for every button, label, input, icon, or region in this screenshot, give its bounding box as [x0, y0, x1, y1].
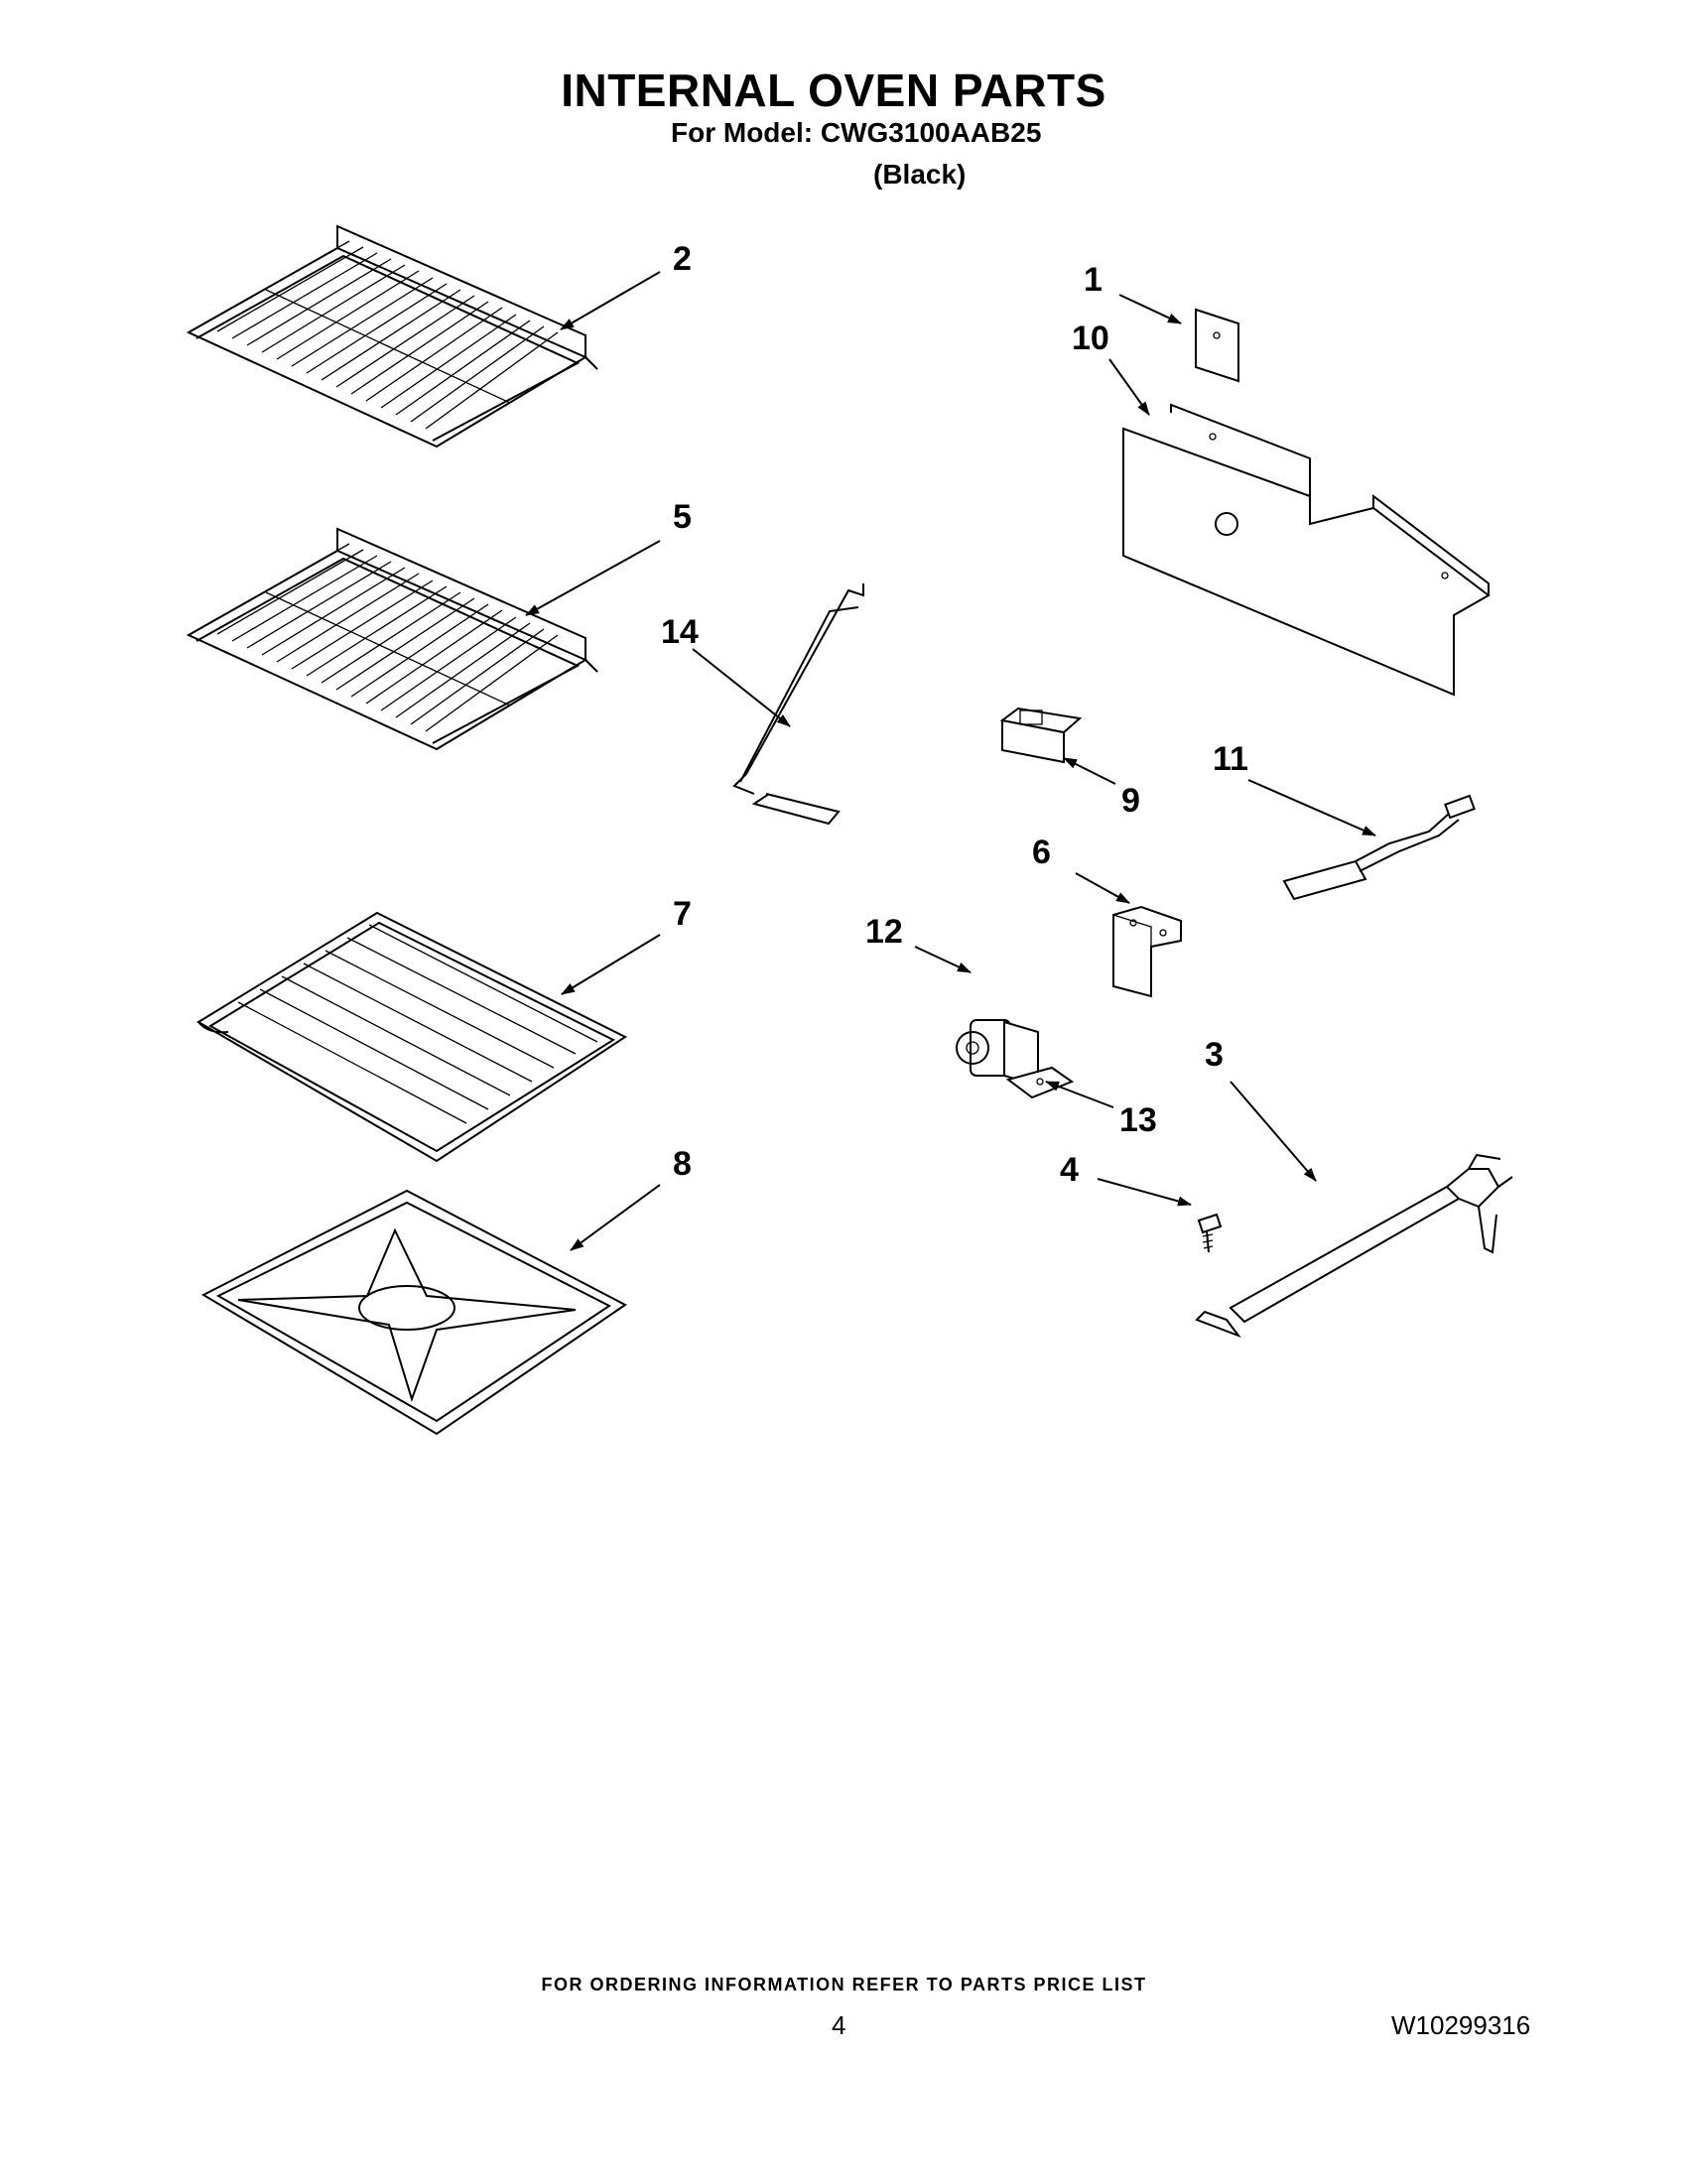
- burner: [1195, 1153, 1513, 1339]
- tube: [732, 583, 864, 826]
- model-line: For Model: CWG3100AAB25: [671, 117, 1042, 148]
- oven-rack-upper: [186, 224, 598, 449]
- document-number: W10299316: [1391, 2010, 1531, 2040]
- ordering-note: FOR ORDERING INFORMATION REFER TO PARTS …: [541, 1975, 1147, 1994]
- callout-4: 4: [1060, 1151, 1079, 1189]
- callout-6: 6: [1032, 834, 1051, 871]
- callout-11: 11: [1213, 740, 1248, 778]
- callout-2: 2: [673, 240, 692, 278]
- broiler-pan-grid: [196, 911, 627, 1163]
- shield: [1122, 403, 1491, 697]
- page-title: INTERNAL OVEN PARTS: [561, 64, 1106, 116]
- valve-bracket: [1005, 1066, 1075, 1099]
- igniter: [1282, 794, 1476, 901]
- leader-lines: [525, 271, 1376, 1251]
- broiler-pan: [200, 1189, 627, 1436]
- callout-12: 12: [865, 913, 903, 951]
- callout-1: 1: [1084, 261, 1103, 299]
- callout-3: 3: [1205, 1036, 1224, 1074]
- switch: [999, 707, 1083, 764]
- callout-14: 14: [661, 613, 699, 651]
- callout-13: 13: [1119, 1101, 1157, 1139]
- cover-plate: [1195, 308, 1239, 383]
- oven-rack-lower: [186, 527, 598, 751]
- color-note: (Black): [873, 159, 967, 190]
- callout-9: 9: [1121, 782, 1140, 820]
- callout-8: 8: [673, 1145, 692, 1183]
- callout-10: 10: [1072, 320, 1109, 357]
- screw: [1197, 1213, 1223, 1253]
- callout-7: 7: [673, 895, 692, 933]
- bracket: [1112, 905, 1182, 998]
- page-number: 4: [832, 2010, 846, 2040]
- callout-5: 5: [673, 498, 692, 536]
